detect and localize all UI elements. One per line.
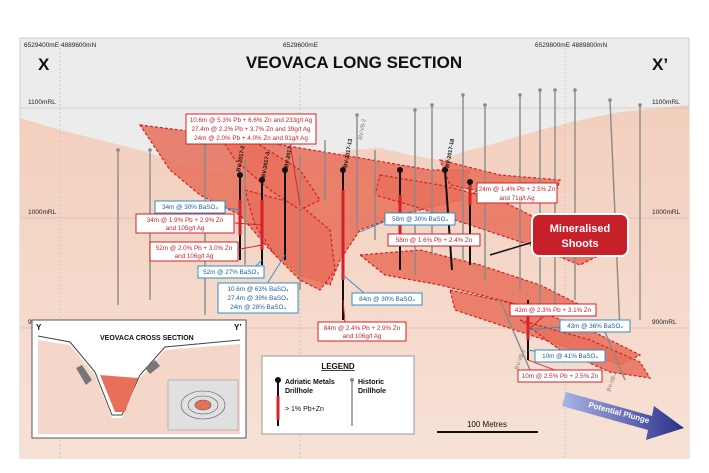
callout-far-right — [517, 369, 603, 383]
callout-top-line1: 10.6m @ 5.3% Pb + 6.6% Zn and 233g/t Ag — [190, 117, 313, 124]
blue-far-right-text: 10m @ 41% BaSO₄ — [542, 353, 598, 360]
callout-left-mid — [135, 213, 235, 234]
callout-left-low-line2: and 106g/t Ag — [175, 253, 214, 260]
coord-right: 6529800mE 4889800mN — [535, 42, 608, 49]
blue-stack-line2: 27.4m @ 39% BaSO₄ — [227, 295, 289, 302]
callout-right-top-line1: 24m @ 1.4% Pb + 2.5% Zn — [479, 186, 556, 193]
legend-historic-line2: Drillhole — [358, 388, 386, 395]
mineralised-shoots-badge — [531, 213, 629, 257]
rl-right-1000: 1000mRL — [652, 209, 681, 216]
section-end-right: X’ — [652, 55, 668, 74]
callout-right-top — [476, 182, 558, 204]
callout-left-mid-line1: 34m @ 1.9% Pb + 2.9% Zn — [147, 217, 224, 224]
blue-stack-line3: 24m @ 28% BaSO₄ — [230, 304, 286, 311]
callout-right-top-line2: and 71g/t Ag — [499, 195, 535, 202]
callout-left-low — [149, 241, 239, 262]
rl-right-1100: 1100mRL — [652, 99, 680, 106]
blue-mid-low — [351, 292, 423, 306]
blue-right — [559, 319, 631, 333]
legend-title: LEGEND — [321, 362, 355, 371]
callout-bottom-line1: 84m @ 2.4% Pb + 2.9% Zn — [324, 325, 401, 332]
blue-stack — [217, 282, 299, 314]
blue-left-top-text: 34m @ 30% BaSO₄ — [162, 204, 218, 211]
page-title: VEOVACA LONG SECTION — [246, 53, 462, 72]
blue-left-top — [154, 200, 226, 214]
hole-label-bv-2017-3: BV-2017-3 — [261, 151, 271, 178]
callout-top-line3: 24m @ 2.0% Pb + 4.0% Zn and 91g/t Ag — [194, 135, 308, 142]
blue-far-right — [534, 349, 606, 363]
rl-left-1000: 1000mRL — [28, 209, 57, 216]
blue-mid-text: 58m @ 30% BaSO₄ — [392, 216, 448, 223]
rl-left-1100: 1100mRL — [28, 99, 56, 106]
adriatic-collars — [237, 167, 473, 185]
inset-title: VEOVACA CROSS SECTION — [100, 335, 194, 342]
callout-top — [185, 113, 317, 145]
blue-left-low — [197, 265, 265, 279]
legend-historic-line1: Historic — [358, 379, 384, 386]
historic-collars — [116, 88, 642, 152]
hole-label-bv-2017-18: BV-2017-18 — [445, 138, 456, 168]
blue-right-text: 43m @ 36% BaSO₄ — [567, 323, 623, 330]
inset-map — [167, 379, 239, 431]
inset-end-left: Y — [36, 323, 42, 332]
legend-adriatic-line1: Adriatic Metals — [285, 379, 335, 386]
mineralised-shoots-line2: Shoots — [561, 238, 598, 250]
blue-mid-low-text: 84m @ 30% BaSO₄ — [359, 296, 415, 303]
section-end-left: X — [38, 55, 50, 74]
legend-grade: > 1% Pb+Zn — [285, 406, 324, 413]
callout-left-low-line1: 52m @ 2.0% Pb + 3.0% Zn — [156, 245, 233, 252]
hole-label-bv-2017-2: BV-2017-2 — [236, 145, 246, 172]
callout-far-right-text: 10m @ 2.5% Pb + 2.5% Zn — [522, 373, 599, 380]
coord-middle: 6529600mE — [283, 42, 319, 49]
hole-label-bv-2017-13: BV-2017-13 — [343, 138, 354, 168]
coord-left: 6529400mE 4889600mN — [24, 42, 97, 49]
callout-bottom — [317, 321, 407, 342]
blue-stack-line1: 10.6m @ 63% BaSO₄ — [227, 286, 289, 293]
scale-bar: 100 Metres — [437, 420, 538, 433]
callout-right-low — [509, 303, 597, 317]
callout-bottom-line2: and 106g/t Ag — [343, 333, 382, 340]
callout-left-mid-line2: and 105g/t Ag — [166, 225, 205, 232]
callout-right-low-text: 43m @ 2.3% Pb + 3.1% Zn — [515, 307, 592, 314]
blue-left-low-text: 52m @ 27% BaSO₄ — [203, 269, 259, 276]
scale-bar-label: 100 Metres — [467, 420, 507, 429]
callout-mid — [387, 233, 481, 247]
legend: LEGEND Adriatic Metals Drillhole Histori… — [261, 355, 415, 435]
inset-cross-section: Y Y’ VEOVACA CROSS SECTION — [31, 319, 247, 439]
inset-end-right: Y’ — [234, 323, 242, 332]
rl-right-900: 900mRL — [652, 319, 677, 326]
hole-label-bv-2017-1: BV-2017-1 — [284, 141, 294, 168]
callout-mid-text: 58m @ 1.6% Pb + 2.4% Zn — [396, 237, 473, 244]
hole-label-bv-vb-2: BV-VB-2 — [358, 119, 368, 141]
blue-mid — [384, 212, 456, 226]
legend-adriatic-line2: Drillhole — [285, 388, 313, 395]
callout-top-line2: 27.4m @ 2.2% Pb + 3.7% Zn and 39g/t Ag — [192, 126, 311, 133]
mineralised-shoots-line1: Mineralised — [550, 223, 611, 235]
